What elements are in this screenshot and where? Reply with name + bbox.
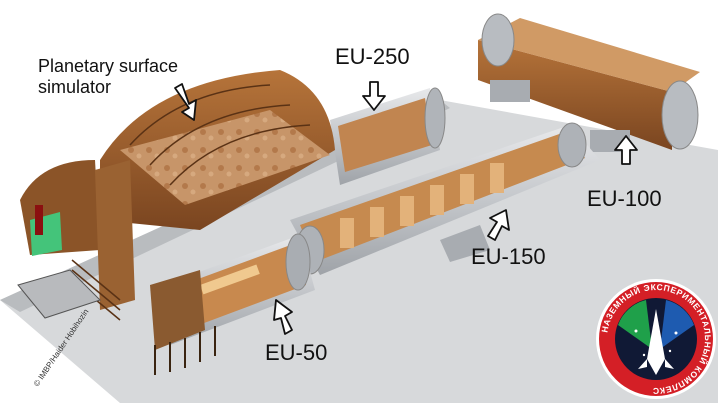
arrow-eu50 (273, 299, 293, 335)
eu250-label: EU-250 (335, 44, 410, 69)
eu250-module (330, 87, 446, 185)
planetary-simulator-label: Planetary surface simulator (38, 56, 179, 97)
eu150-module (290, 122, 600, 275)
eu50-label: EU-50 (265, 340, 328, 365)
arrow-eu150 (487, 209, 510, 241)
pointer-arrows (174, 81, 638, 335)
arrow-simulator (174, 83, 197, 121)
planetary-simulator (17, 70, 335, 321)
ground-complex-emblem: НАЗЕМНЫЙ ЭКСПЕРИМЕНТАЛЬНЫЙ КОМПЛЕКС (596, 279, 716, 399)
eu150-label: EU-150 (471, 244, 546, 269)
eu50-module (150, 233, 315, 375)
arrow-eu100 (614, 135, 638, 165)
arrow-eu250 (362, 81, 386, 111)
eu100-label: EU-100 (587, 186, 662, 211)
